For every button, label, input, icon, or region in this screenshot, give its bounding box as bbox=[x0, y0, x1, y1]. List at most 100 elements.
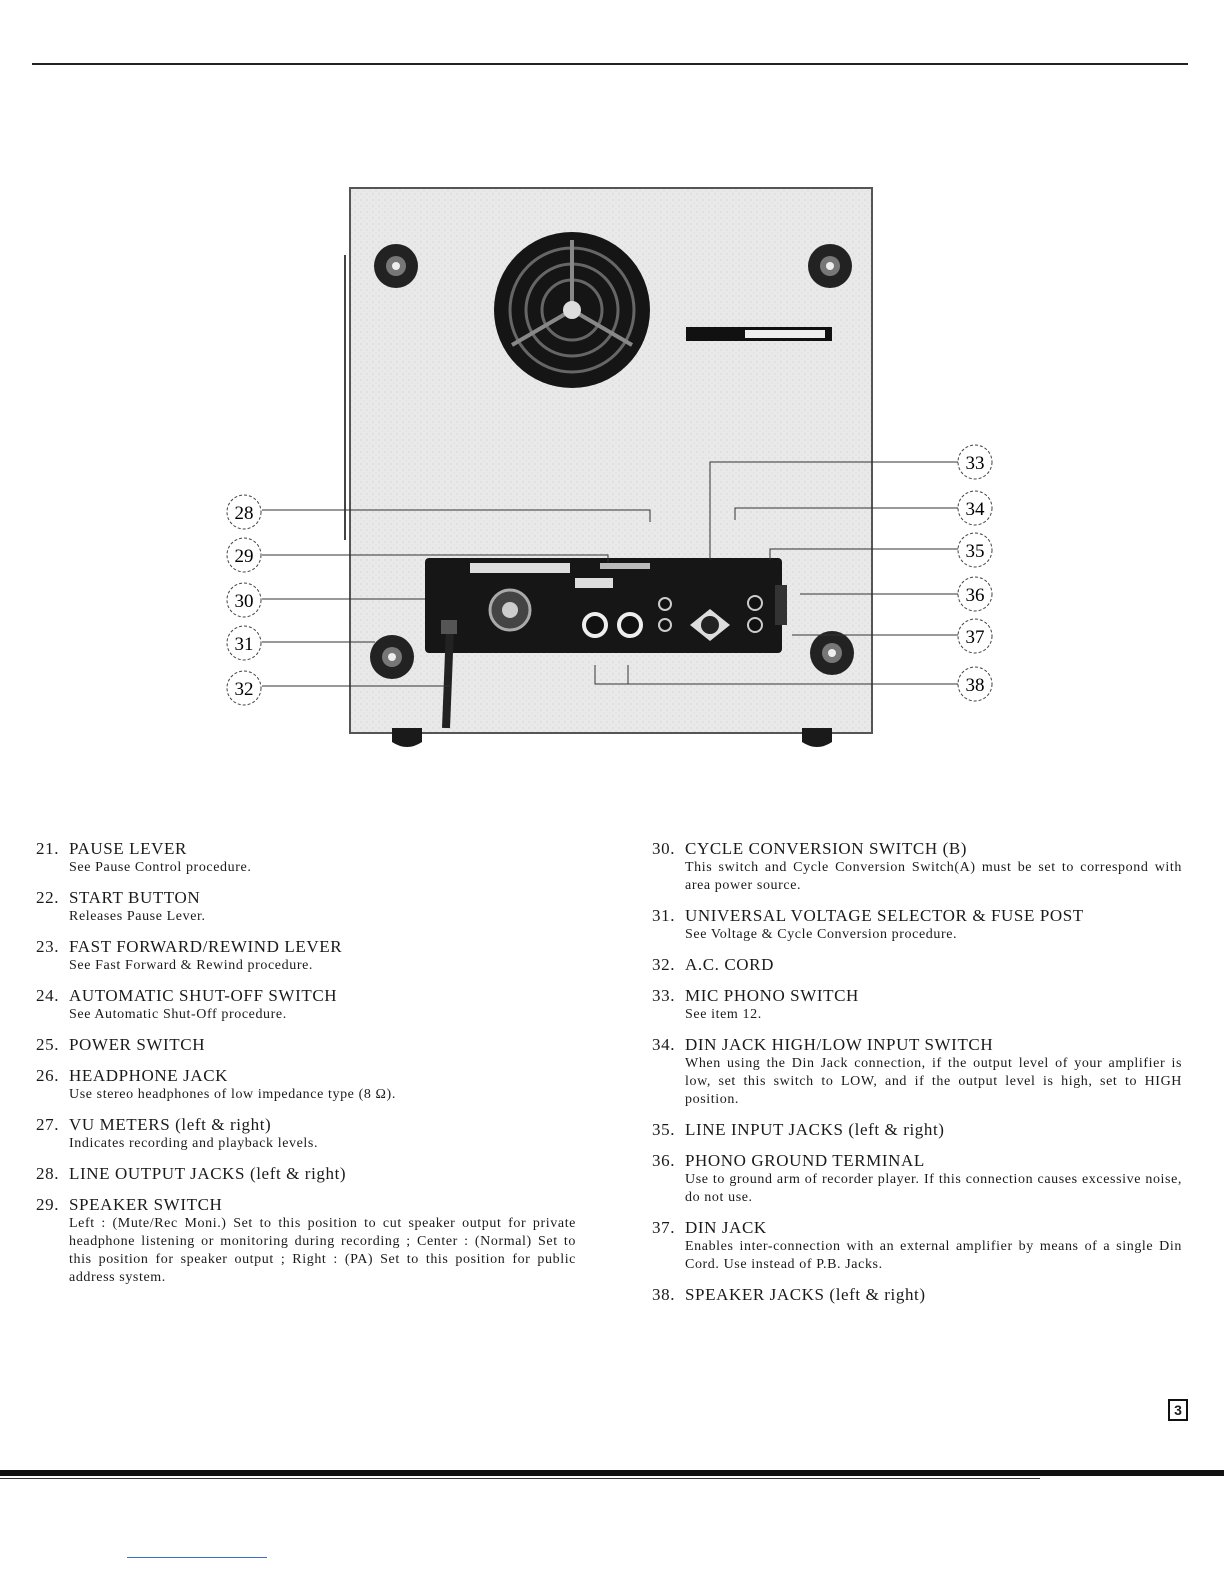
svg-text:36: 36 bbox=[966, 585, 985, 606]
svg-text:31: 31 bbox=[235, 634, 254, 655]
callout-37: 37 bbox=[957, 618, 993, 654]
item-title: UNIVERSAL VOLTAGE SELECTOR & FUSE POST bbox=[685, 906, 1084, 925]
svg-text:28: 28 bbox=[235, 503, 254, 524]
item-number: 37. bbox=[652, 1218, 676, 1237]
item-number: 38. bbox=[652, 1285, 676, 1304]
list-item: 32. A.C. CORD bbox=[652, 954, 1182, 975]
list-item: 25. POWER SWITCH bbox=[36, 1034, 576, 1055]
svg-text:34: 34 bbox=[966, 499, 986, 520]
item-title: FAST FORWARD/REWIND LEVER bbox=[69, 937, 343, 956]
list-item: 27. VU METERS (left & right) Indicates re… bbox=[36, 1114, 576, 1153]
item-title: PHONO GROUND TERMINAL bbox=[685, 1151, 925, 1170]
callout-29: 29 bbox=[226, 537, 262, 573]
item-number: 25. bbox=[36, 1035, 60, 1054]
item-title: CYCLE CONVERSION SWITCH (B) bbox=[685, 839, 968, 858]
item-title: LINE OUTPUT JACKS (left & right) bbox=[69, 1164, 347, 1183]
list-item: 35. LINE INPUT JACKS (left & right) bbox=[652, 1119, 1182, 1140]
list-item: 23. FAST FORWARD/REWIND LEVER See Fast Fo… bbox=[36, 936, 576, 975]
item-description: See Voltage & Cycle Conversion procedure… bbox=[685, 927, 958, 942]
recorder-rear-panel-figure: 28 29 30 31 32 33 34 35 36 37 38 bbox=[226, 187, 993, 747]
item-number: 36. bbox=[652, 1151, 676, 1170]
top-rule bbox=[32, 63, 1188, 65]
item-description: Left : (Mute/Rec Moni.) Set to this posi… bbox=[69, 1216, 576, 1285]
bottom-right-bumper bbox=[810, 631, 854, 675]
callout-33: 33 bbox=[957, 444, 993, 480]
item-number: 32. bbox=[652, 955, 676, 974]
item-number: 23. bbox=[36, 937, 60, 956]
list-item: 33. MIC PHONO SWITCH See item 12. bbox=[652, 985, 1182, 1024]
item-number: 33. bbox=[652, 986, 676, 1005]
callout-34: 34 bbox=[957, 490, 993, 526]
list-item: 37. DIN JACK Enables inter-connection wit… bbox=[652, 1217, 1182, 1274]
svg-text:37: 37 bbox=[966, 627, 985, 648]
item-number: 24. bbox=[36, 986, 60, 1005]
item-number: 21. bbox=[36, 839, 60, 858]
blue-underline bbox=[127, 1557, 267, 1558]
item-title: POWER SWITCH bbox=[69, 1035, 206, 1054]
callout-38: 38 bbox=[957, 666, 993, 702]
list-item: 30. CYCLE CONVERSION SWITCH (B) This swit… bbox=[652, 838, 1182, 895]
item-description: Use to ground arm of recorder player. If… bbox=[685, 1172, 1182, 1205]
item-description: Indicates recording and playback levels. bbox=[69, 1136, 319, 1151]
item-number: 31. bbox=[652, 906, 676, 925]
item-title: AUTOMATIC SHUT-OFF SWITCH bbox=[69, 986, 338, 1005]
left-foot bbox=[392, 728, 422, 747]
callout-35: 35 bbox=[957, 532, 993, 568]
right-foot bbox=[802, 728, 832, 747]
callout-28: 28 bbox=[226, 494, 262, 530]
list-item: 38. SPEAKER JACKS (left & right) bbox=[652, 1284, 1182, 1305]
item-number: 35. bbox=[652, 1120, 676, 1139]
callout-36: 36 bbox=[957, 576, 993, 612]
svg-text:30: 30 bbox=[235, 591, 254, 612]
item-title: LINE INPUT JACKS (left & right) bbox=[685, 1120, 945, 1139]
ac-cord bbox=[442, 627, 454, 729]
list-item: 21. PAUSE LEVER See Pause Control procedu… bbox=[36, 838, 576, 877]
item-description: See Pause Control procedure. bbox=[69, 860, 252, 875]
item-title: SPEAKER SWITCH bbox=[69, 1195, 223, 1214]
item-number: 27. bbox=[36, 1115, 60, 1134]
bottom-left-bumper bbox=[370, 635, 414, 679]
item-description: Use stereo headphones of low impedance t… bbox=[69, 1087, 396, 1102]
svg-text:35: 35 bbox=[966, 541, 985, 562]
item-title: A.C. CORD bbox=[685, 955, 774, 974]
bottom-thin-rule bbox=[0, 1478, 1040, 1479]
callout-32: 32 bbox=[226, 670, 262, 706]
item-description: Releases Pause Lever. bbox=[69, 909, 206, 924]
list-item: 31. UNIVERSAL VOLTAGE SELECTOR & FUSE POS… bbox=[652, 905, 1182, 944]
list-item: 34. DIN JACK HIGH/LOW INPUT SWITCH When u… bbox=[652, 1034, 1182, 1109]
item-description: See Fast Forward & Rewind procedure. bbox=[69, 958, 313, 973]
item-number: 26. bbox=[36, 1066, 60, 1085]
fan-grille bbox=[494, 232, 650, 388]
list-item: 22. START BUTTON Releases Pause Lever. bbox=[36, 887, 576, 926]
bottom-rule bbox=[0, 1470, 1224, 1476]
item-description: This switch and Cycle Conversion Switch(… bbox=[685, 860, 1182, 893]
list-item: 29. SPEAKER SWITCH Left : (Mute/Rec Moni.… bbox=[36, 1194, 576, 1287]
parts-list-left: 21. PAUSE LEVER See Pause Control procedu… bbox=[36, 838, 576, 1297]
item-title: DIN JACK bbox=[685, 1218, 767, 1237]
item-title: PAUSE LEVER bbox=[69, 839, 187, 858]
item-number: 22. bbox=[36, 888, 60, 907]
item-number: 30. bbox=[652, 839, 676, 858]
connector-panel bbox=[425, 558, 787, 653]
item-description: When using the Din Jack connection, if t… bbox=[685, 1056, 1182, 1107]
callout-31: 31 bbox=[226, 625, 262, 661]
svg-text:29: 29 bbox=[235, 546, 254, 567]
parts-list-right: 30. CYCLE CONVERSION SWITCH (B) This swit… bbox=[652, 838, 1182, 1315]
item-number: 34. bbox=[652, 1035, 676, 1054]
item-number: 29. bbox=[36, 1195, 60, 1214]
item-title: MIC PHONO SWITCH bbox=[685, 986, 859, 1005]
list-item: 36. PHONO GROUND TERMINAL Use to ground a… bbox=[652, 1150, 1182, 1207]
item-title: START BUTTON bbox=[69, 888, 201, 907]
item-title: SPEAKER JACKS (left & right) bbox=[685, 1285, 926, 1304]
item-title: DIN JACK HIGH/LOW INPUT SWITCH bbox=[685, 1035, 994, 1054]
top-right-bumper bbox=[808, 244, 852, 288]
item-title: HEADPHONE JACK bbox=[69, 1066, 229, 1085]
svg-text:33: 33 bbox=[966, 453, 985, 474]
list-item: 26. HEADPHONE JACK Use stereo headphones … bbox=[36, 1065, 576, 1104]
item-title: VU METERS (left & right) bbox=[69, 1115, 272, 1134]
list-item: 24.AUTOMATIC SHUT-OFF SWITCH See Automat… bbox=[36, 985, 576, 1024]
top-left-bumper bbox=[374, 244, 418, 288]
item-description: Enables inter-connection with an externa… bbox=[685, 1239, 1182, 1272]
item-description: See item 12. bbox=[685, 1007, 762, 1022]
svg-text:32: 32 bbox=[235, 679, 254, 700]
